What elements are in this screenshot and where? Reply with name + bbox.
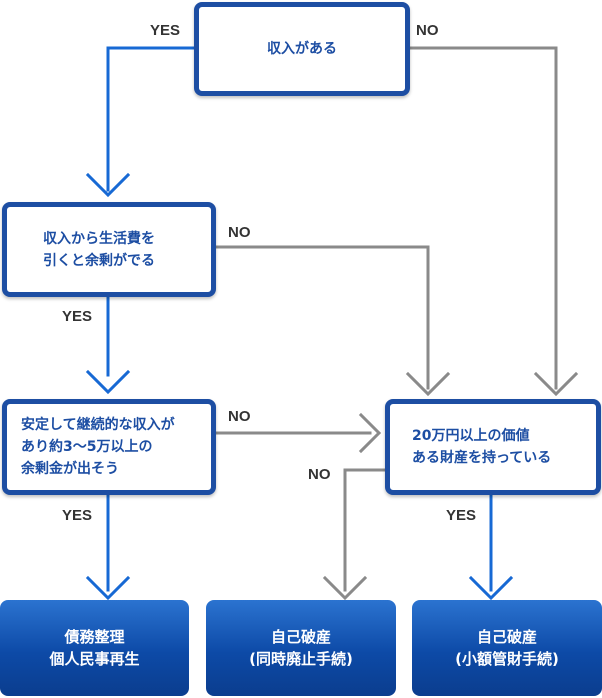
surplus-no-line (214, 245, 430, 390)
label-yes-income: YES (150, 22, 181, 39)
result-bankruptcy-simple: 自己破産 (同時廃止手続) (206, 600, 396, 696)
assets-no-arrow (322, 575, 368, 601)
surplus-yes-arrow (85, 369, 131, 395)
income-yes-arrow (85, 172, 131, 198)
node-assets: 20万円以上の価値 ある財産を持っている (385, 399, 601, 495)
node-surplus-text: 収入から生活費を 引くと余剰がでる (43, 230, 155, 269)
label-yes-surplus: YES (62, 308, 93, 325)
label-no-assets: NO (308, 466, 331, 483)
stable-no-arrow (358, 412, 382, 454)
node-income: 収入がある (194, 2, 410, 96)
label-no-surplus: NO (228, 224, 251, 241)
label-yes-assets: YES (446, 507, 477, 524)
result-debt-restructuring: 債務整理 個人民事再生 (0, 600, 189, 696)
label-no-income: NO (416, 22, 439, 39)
assets-no-line (343, 468, 388, 592)
node-stable-text: 安定して継続的な収入が あり約3～5万以上の 余剰金が出そう (21, 417, 175, 477)
label-no-stable: NO (228, 408, 251, 425)
surplus-no-arrow (405, 371, 451, 397)
result-bankruptcy-simple-text: 自己破産 (同時廃止手続) (249, 628, 353, 668)
income-no-line (407, 46, 558, 390)
income-no-arrow (533, 371, 579, 397)
node-income-text: 収入がある (267, 41, 337, 57)
node-assets-text: 20万円以上の価値 ある財産を持っている (412, 428, 552, 466)
result-bankruptcy-small: 自己破産 (小額管財手続) (412, 600, 602, 696)
result-bankruptcy-small-text: 自己破産 (小額管財手続) (455, 628, 559, 668)
income-yes-line (106, 46, 197, 192)
label-yes-stable: YES (62, 507, 93, 524)
node-stable: 安定して継続的な収入が あり約3～5万以上の 余剰金が出そう (2, 399, 216, 495)
assets-yes-arrow (468, 575, 514, 601)
result-debt-text: 債務整理 個人民事再生 (49, 628, 140, 668)
node-surplus: 収入から生活費を 引くと余剰がでる (2, 202, 216, 297)
stable-yes-arrow (85, 575, 131, 601)
